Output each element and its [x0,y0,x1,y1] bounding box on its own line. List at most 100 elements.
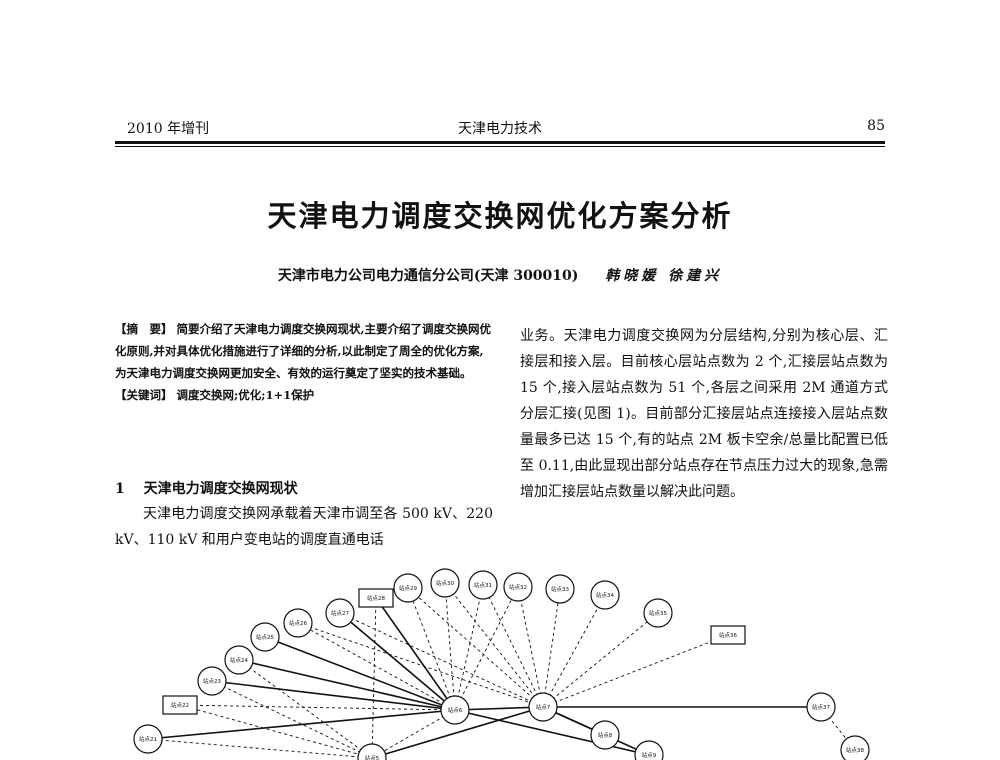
node-n24: 站点24 [224,645,254,675]
link-n6-n26 [297,622,456,711]
node-n34: 站点34 [590,580,620,610]
node-shape-n28 [358,588,394,608]
node-shape-n23 [197,666,227,696]
link-n6-n28 [375,597,456,711]
author-line: 天津市电力公司电力通信分公司(天津 300010) 韩晓媛 徐建兴 [0,265,1000,285]
section-heading: 1 天津电力调度交换网现状 [115,478,298,498]
section-number: 1 [115,481,125,497]
node-label-n29: 站点29 [399,584,417,592]
node-shape-n34 [590,580,620,610]
author-names: 韩晓媛 徐建兴 [605,268,723,284]
node-shape-n37 [806,692,836,722]
link-n7-n5 [371,706,544,759]
node-n7: 站点7 [528,692,558,722]
node-shape-n30 [430,568,460,598]
node-n33: 站点33 [545,574,575,604]
header-rule-thin [115,146,885,147]
node-label-n21: 站点21 [139,735,157,743]
node-n6: 站点6 [440,695,470,725]
link-n6-n5 [371,709,456,759]
node-shape-n35 [643,598,673,628]
node-label-n31: 站点31 [474,581,492,589]
node-label-n36: 站点36 [719,631,737,639]
node-n27: 站点27 [325,598,355,628]
link-n6-n29 [407,587,456,711]
body-text-left: 天津电力调度交换网承载着天津市调至各 500 kV、220 kV、110 kV … [115,506,493,548]
node-n30: 站点30 [430,568,460,598]
node-n25: 站点25 [250,622,280,652]
node-n38: 站点38 [840,735,870,760]
link-n6-n21 [147,709,456,740]
body-text-right: 业务。天津电力调度交换网为分层结构,分别为核心层、汇接层和接入层。目前核心层站点… [520,328,888,500]
link-n7-n30 [444,582,544,708]
node-n29: 站点29 [393,573,423,603]
node-n35: 站点35 [643,598,673,628]
node-shape-n32 [503,572,533,602]
node-shape-n26 [283,608,313,638]
node-label-n26: 站点26 [289,619,307,627]
keywords-paragraph: 【关键词】 调度交换网;优化;1+1保护 [115,384,493,406]
node-shape-n6 [440,695,470,725]
node-label-n22: 站点22 [171,701,189,709]
link-n6-n9 [454,709,650,756]
issue-label: 2010 年增刊 [127,121,210,137]
node-n9: 站点9 [634,740,664,760]
node-shape-n27 [325,598,355,628]
link-n6-n30 [444,582,456,711]
node-label-n32: 站点32 [509,583,527,591]
keywords-tag: 【关键词】 [115,388,173,402]
node-label-n38: 站点38 [846,746,864,754]
link-n6-n24 [238,659,456,711]
link-n7-n36 [542,634,729,708]
node-label-n27: 站点27 [331,609,349,617]
node-shape-n8 [590,720,620,750]
link-n6-n7 [454,706,544,711]
node-shape-n22 [162,695,198,715]
node-n36: 站点36 [710,625,746,645]
link-n26-n7 [297,622,544,708]
node-n28: 站点28 [358,588,394,608]
node-label-n35: 站点35 [649,609,667,617]
link-n6-n32 [454,586,519,711]
topology-svg: 站点28 站点29 站点30 站点31 站点32 站点33 站点34 站点35 站点36 站点27… [133,568,870,760]
node-n37: 站点37 [806,692,836,722]
abstract-text: 简要介绍了天津电力调度交换网现状,主要介绍了调度交换网优化原则,并对具体优化措施… [115,322,492,380]
abstract-paragraph: 【摘 要】 简要介绍了天津电力调度交换网现状,主要介绍了调度交换网优化原则,并对… [115,318,493,384]
node-label-n33: 站点33 [551,585,569,593]
node-n8: 站点8 [590,720,620,750]
network-topology-figure: 站点28 站点29 站点30 站点31 站点32 站点33 站点34 站点35 站点36 站点27… [100,565,920,760]
link-n7-n34 [542,594,606,708]
node-label-n30: 站点30 [436,579,454,587]
abstract-tag: 【摘 要】 [115,322,173,336]
link-n7-n31 [482,584,544,708]
node-label-n28: 站点28 [367,594,385,602]
running-header: 2010 年增刊 天津电力技术 85 [115,118,885,140]
link-n7-n33 [542,588,561,708]
link-n7-n32 [517,586,544,708]
keywords-text: 调度交换网;优化;1+1保护 [176,388,315,402]
section-heading-text: 天津电力调度交换网现状 [143,481,298,497]
node-shape-n25 [250,622,280,652]
node-group: 站点28 站点29 站点30 站点31 站点32 站点33 站点34 站点35 站点36 站点27… [133,568,870,760]
link-n6-n27 [339,612,456,711]
link-n27-n7 [339,612,544,708]
node-label-n37: 站点37 [812,703,830,711]
page-number: 85 [867,118,885,134]
node-shape-n24 [224,645,254,675]
node-label-n8: 站点8 [598,731,613,739]
node-shape-n7 [528,692,558,722]
link-n28-n5 [371,597,377,759]
journal-name: 天津电力技术 [458,121,542,137]
node-label-n5: 站点5 [365,754,380,760]
node-label-n25: 站点25 [256,633,274,641]
link-n7-n35 [542,612,659,708]
node-shape-n38 [840,735,870,760]
node-label-n34: 站点34 [596,591,614,599]
node-shape-n36 [710,625,746,645]
node-shape-n29 [393,573,423,603]
node-n31: 站点31 [468,570,498,600]
link-n6-n22 [179,704,456,711]
node-label-n23: 站点23 [203,677,221,685]
node-label-n24: 站点24 [230,656,248,664]
node-n26: 站点26 [283,608,313,638]
